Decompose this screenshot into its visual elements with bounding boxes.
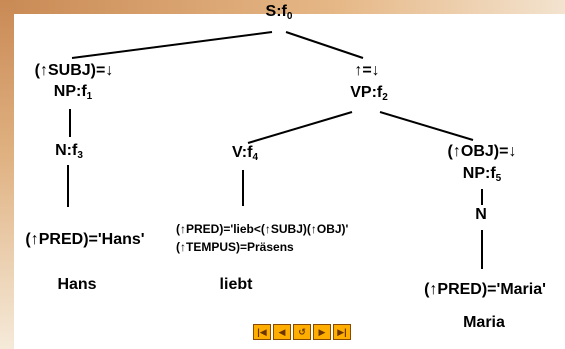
word-hans: Hans bbox=[57, 276, 97, 293]
pred-lieb: (↑PRED)='lieb<(↑SUBJ)(↑OBJ)' bbox=[176, 222, 349, 236]
node-vp: VP:f2 bbox=[350, 84, 388, 103]
edge-np5-n bbox=[481, 189, 483, 205]
node-np5: NP:f5 bbox=[462, 165, 502, 184]
arrow-right-icon: ▶ bbox=[318, 326, 326, 337]
edge-s-vp bbox=[285, 31, 364, 59]
left-accent-bar bbox=[0, 0, 14, 349]
skip-forward-icon: ▶| bbox=[337, 326, 347, 337]
prev-slide-button[interactable]: ◀ bbox=[273, 324, 291, 340]
pred-maria: (↑PRED)='Maria' bbox=[424, 281, 546, 298]
first-slide-button[interactable]: |◀ bbox=[253, 324, 271, 340]
slide-navigation: |◀ ◀ ↺ ▶ ▶| bbox=[253, 324, 351, 340]
node-np1: NP:f1 bbox=[53, 83, 93, 102]
edge-np1-n3 bbox=[69, 109, 71, 137]
edge-vp-v4 bbox=[247, 111, 353, 144]
node-n-obj: N bbox=[475, 206, 487, 223]
word-liebt: liebt bbox=[219, 276, 253, 293]
top-accent-bar bbox=[0, 0, 565, 14]
pred-hans: (↑PRED)='Hans' bbox=[25, 231, 145, 248]
obj-annotation: (↑OBJ)=↓ bbox=[447, 143, 517, 160]
arrow-left-icon: ◀ bbox=[278, 326, 286, 337]
edge-n3-pred bbox=[67, 165, 69, 207]
vp-annotation: ↑=↓ bbox=[354, 62, 380, 79]
last-slide-button[interactable]: ▶| bbox=[333, 324, 351, 340]
node-s: S:f0 bbox=[265, 3, 293, 22]
node-v4: V:f4 bbox=[231, 144, 259, 163]
word-maria: Maria bbox=[463, 314, 505, 331]
node-n3: N:f3 bbox=[55, 142, 83, 161]
skip-back-icon: |◀ bbox=[257, 326, 267, 337]
edge-s-np1 bbox=[71, 31, 273, 59]
return-icon: ↺ bbox=[298, 326, 306, 337]
edge-vp-np5 bbox=[379, 111, 474, 141]
return-button[interactable]: ↺ bbox=[293, 324, 311, 340]
subj-annotation: (↑SUBJ)=↓ bbox=[34, 62, 114, 79]
next-slide-button[interactable]: ▶ bbox=[313, 324, 331, 340]
edge-v4-pred bbox=[242, 170, 244, 206]
edge-n-pred bbox=[481, 230, 483, 269]
pred-tempus: (↑TEMPUS)=Präsens bbox=[176, 240, 294, 254]
